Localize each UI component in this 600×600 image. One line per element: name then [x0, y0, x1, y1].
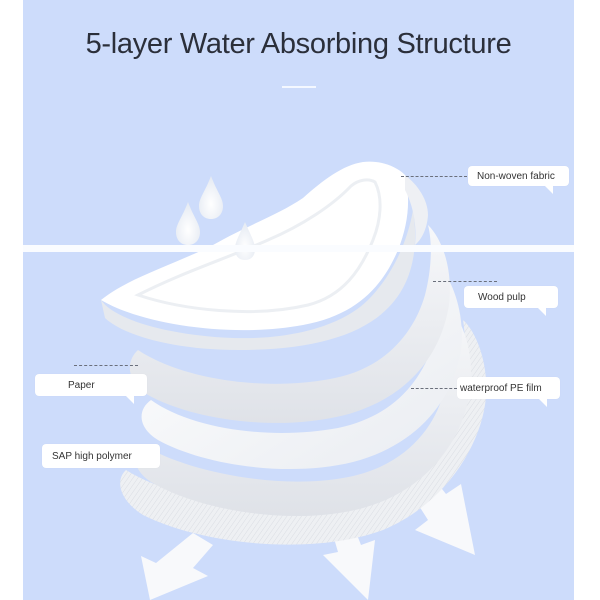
leader-line	[433, 281, 497, 282]
label-text: waterproof PE film	[460, 382, 542, 394]
label-bubble: SAP high polymer	[42, 444, 160, 468]
label-bubble: Paper	[35, 374, 147, 396]
bubble-tail	[539, 399, 547, 407]
bubble-tail	[545, 186, 553, 194]
label-bubble: waterproof PE film	[457, 377, 560, 399]
title-underline	[282, 86, 316, 88]
infographic-panel: 5-layer Water Absorbing Structure	[23, 0, 574, 600]
bubble-tail	[126, 396, 134, 404]
label-text: Paper	[68, 379, 95, 391]
label-bubble: Wood pulp	[464, 286, 558, 308]
bubble-tail	[538, 308, 546, 316]
leader-line	[401, 176, 467, 177]
page-title: 5-layer Water Absorbing Structure	[85, 28, 512, 60]
label-text: Non-woven fabric	[477, 170, 555, 182]
leader-line	[411, 388, 457, 389]
label-bubble: Non-woven fabric	[468, 166, 569, 186]
label-text: SAP high polymer	[52, 450, 132, 462]
label-text: Wood pulp	[478, 291, 526, 303]
leader-line	[74, 365, 138, 366]
horizontal-divider-band	[23, 245, 574, 252]
